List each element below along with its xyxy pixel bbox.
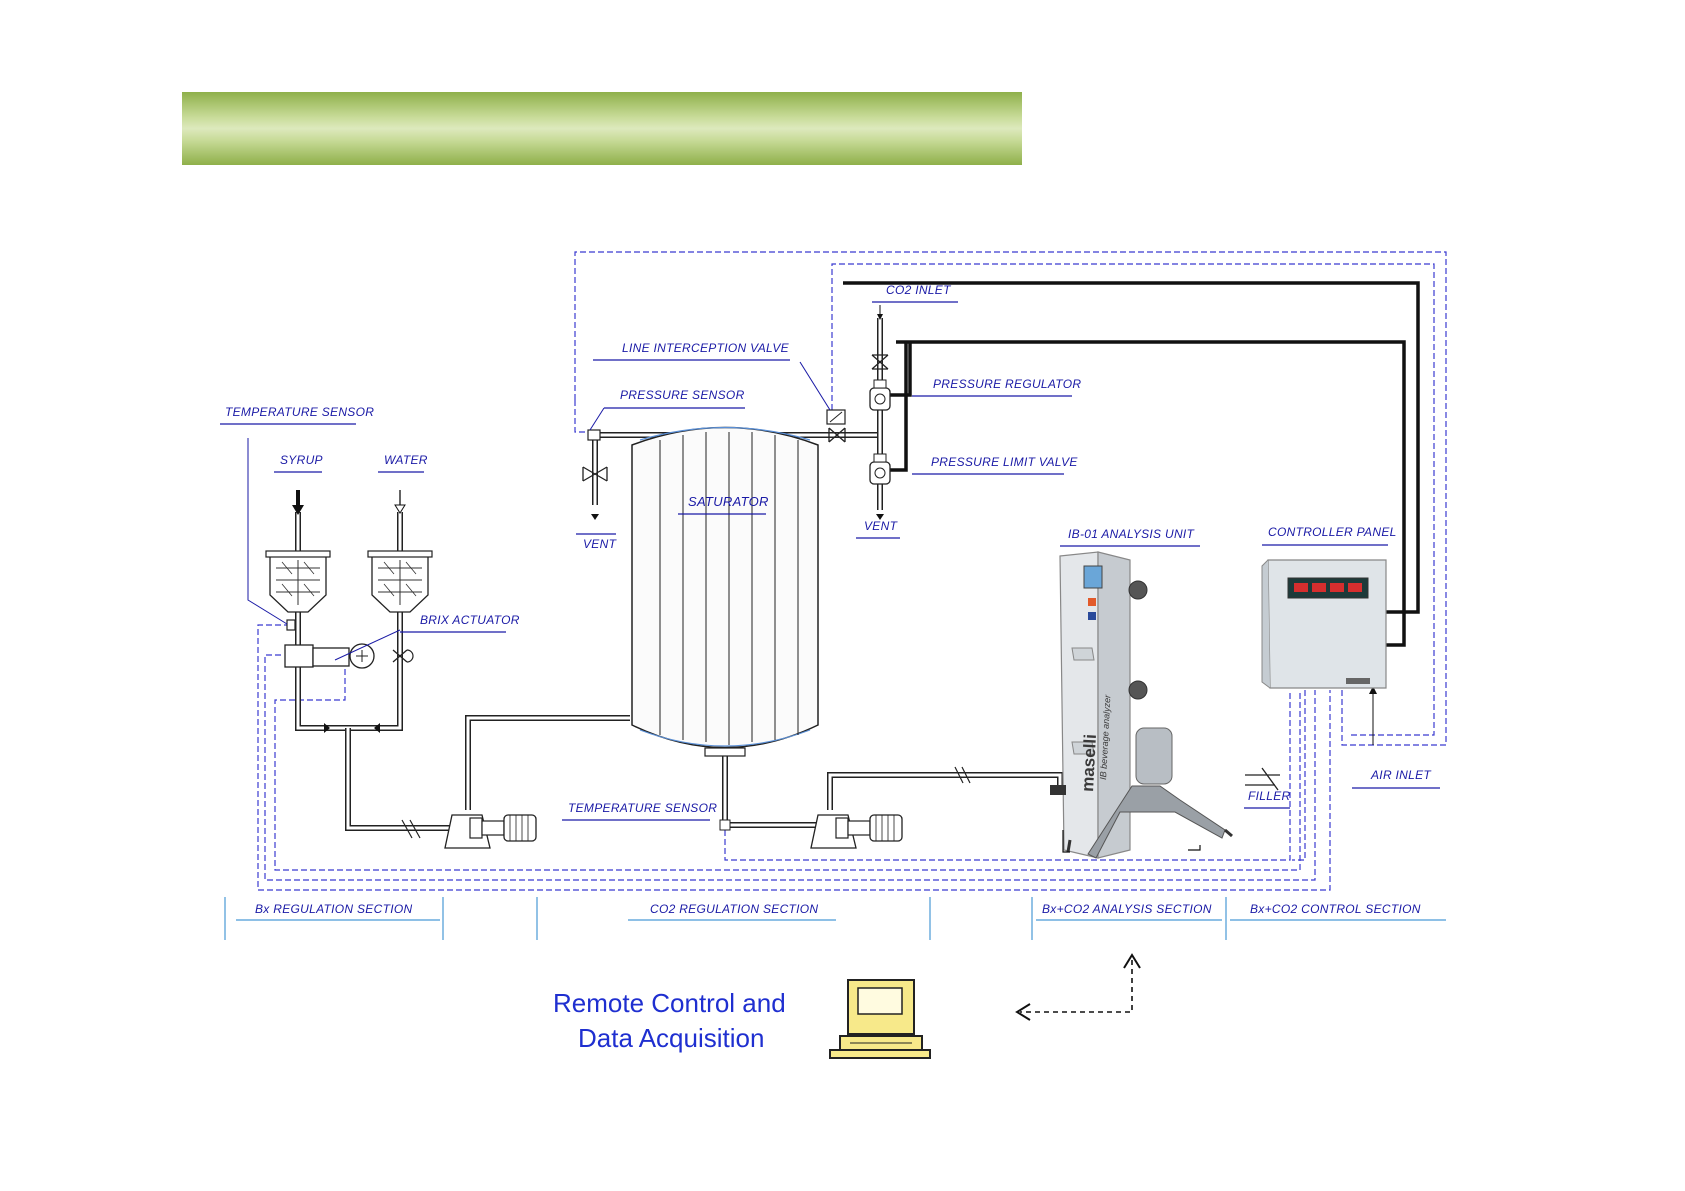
label-vent-left: VENT (583, 537, 618, 551)
data-link-arrow (1015, 953, 1141, 1021)
control-lines (257, 251, 1447, 891)
section-bx-co2-analysis: Bx+CO2 ANALYSIS SECTION (1042, 902, 1212, 916)
section-bar: Bx REGULATION SECTION CO2 REGULATION SEC… (224, 897, 1446, 940)
label-air-inlet: AIR INLET (1370, 768, 1432, 782)
water-tank (367, 550, 433, 613)
label-vent-right: VENT (864, 519, 899, 533)
label-analysis-unit: IB-01 ANALYSIS UNIT (1068, 527, 1196, 541)
line-interception-valve (826, 409, 846, 443)
section-bx-regulation: Bx REGULATION SECTION (255, 902, 412, 916)
brix-actuator (284, 629, 414, 669)
pump-1 (444, 814, 537, 849)
label-temperature-sensor-bottom: TEMPERATURE SENSOR (568, 801, 717, 815)
analysis-unit: maselli IB beverage analyzer (1050, 551, 1233, 859)
controller-signal-lines (843, 281, 1420, 647)
label-line-interception-valve: LINE INTERCEPTION VALVE (622, 341, 790, 355)
pump-2 (810, 814, 903, 849)
leader-line (799, 361, 831, 411)
controller-panel (1261, 559, 1387, 689)
computer-icon (829, 979, 931, 1059)
label-water: WATER (384, 453, 428, 467)
temperature-sensor-icon (286, 619, 296, 631)
pressure-sensor-valve (582, 429, 608, 482)
title-band (182, 92, 1022, 165)
section-bx-co2-control: Bx+CO2 CONTROL SECTION (1250, 902, 1421, 916)
flow-arrows (292, 305, 1377, 745)
label-co2-inlet: CO2 INLET (886, 283, 952, 297)
label-saturator: SATURATOR (688, 494, 769, 509)
syrup-tank (265, 550, 331, 613)
remote-line-2: Data Acquisition (578, 1023, 764, 1053)
label-pressure-regulator: PRESSURE REGULATOR (933, 377, 1081, 391)
remote-line-1: Remote Control and (553, 988, 786, 1018)
labels: TEMPERATURE SENSOR SYRUP WATER LINE INTE… (220, 283, 1440, 821)
label-brix-actuator: BRIX ACTUATOR (420, 613, 520, 627)
label-temperature-sensor: TEMPERATURE SENSOR (225, 405, 374, 419)
pressure-limit-valve-icon (869, 453, 891, 485)
label-pressure-limit-valve: PRESSURE LIMIT VALVE (931, 455, 1078, 469)
label-filler: FILLER (1248, 789, 1291, 803)
label-pressure-sensor: PRESSURE SENSOR (620, 388, 745, 402)
pressure-regulator-icon (869, 379, 891, 411)
label-controller-panel: CONTROLLER PANEL (1268, 525, 1397, 539)
analyzer-brand: maselli (1078, 734, 1100, 793)
co2-inlet-valve (871, 354, 889, 370)
remote-control: Remote Control and Data Acquisition (553, 988, 786, 1053)
saturator (631, 426, 819, 757)
section-co2-regulation: CO2 REGULATION SECTION (650, 902, 818, 916)
label-syrup: SYRUP (280, 453, 323, 467)
analyzer-subtitle: IB beverage analyzer (1098, 694, 1112, 780)
temperature-sensor-icon (719, 819, 731, 831)
diagram-canvas (220, 248, 1450, 1063)
